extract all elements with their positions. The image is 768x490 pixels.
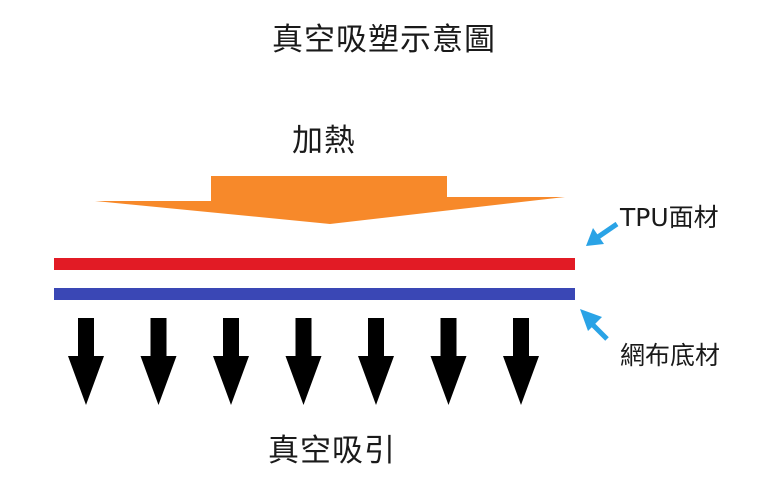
mesh-base-material-label: 網布底材 (620, 341, 721, 370)
heat-arrow (95, 176, 565, 224)
mesh-callout-arrow (580, 309, 609, 341)
vacuum-arrow (358, 318, 394, 405)
vacuum-arrow (503, 318, 539, 405)
tpu-face-material-label: TPU面材 (620, 203, 719, 232)
tpu-layer (54, 258, 575, 270)
heat-label: 加熱 (292, 123, 356, 159)
tpu-callout-arrow (586, 221, 619, 246)
vacuum-arrow (140, 318, 177, 405)
mesh-layer (54, 288, 575, 300)
vacuum-arrow (285, 318, 322, 405)
vacuum-arrows (68, 318, 539, 405)
vacuum-arrow (430, 318, 467, 405)
vacuum-arrow (68, 318, 104, 405)
diagram-title: 真空吸塑示意圖 (272, 22, 496, 58)
vacuum-arrow (213, 318, 249, 405)
vacuum-suction-label: 真空吸引 (268, 433, 396, 469)
